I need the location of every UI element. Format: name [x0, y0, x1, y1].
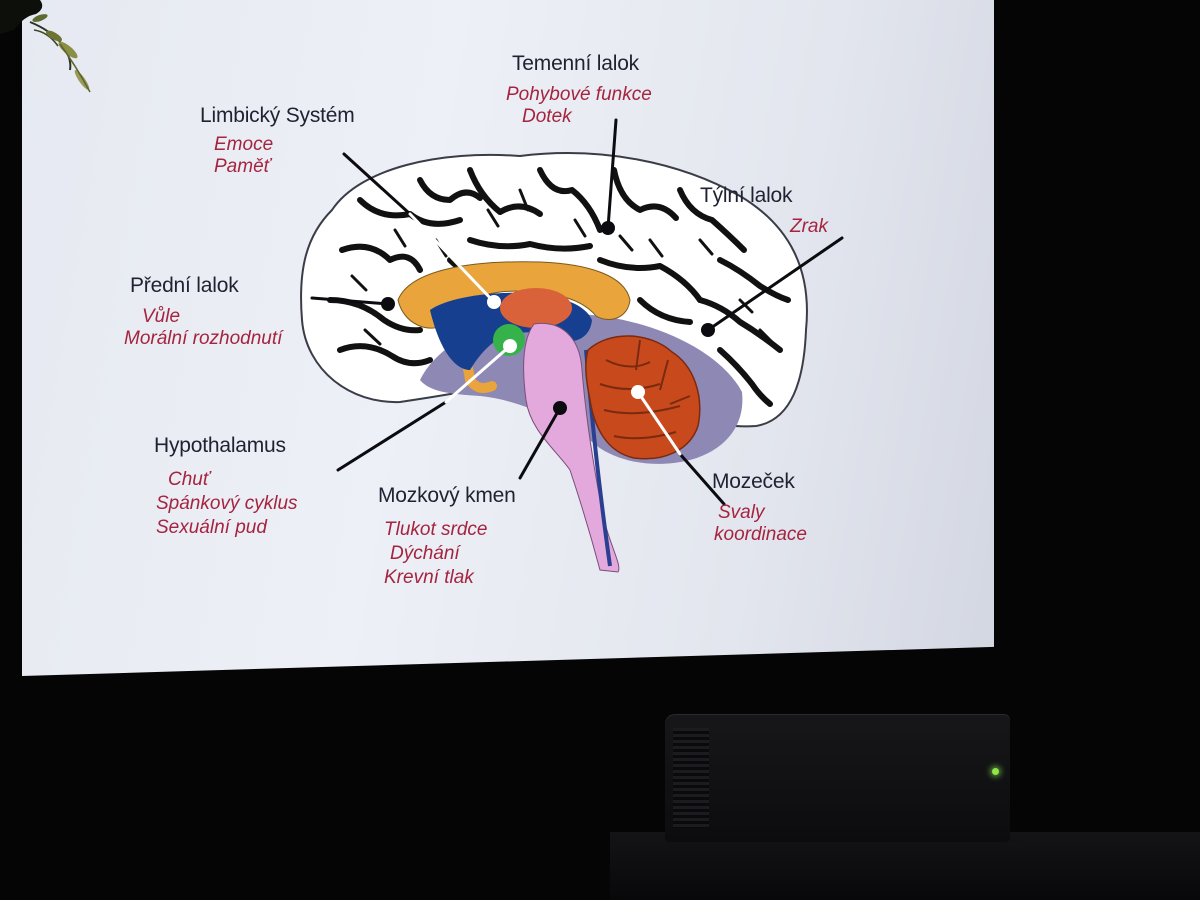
projector-led-icon — [992, 768, 999, 775]
label-limbic-line-2: Paměť — [214, 156, 271, 177]
projector-vents — [673, 728, 709, 828]
label-frontal-title: Přední lalok — [130, 274, 239, 297]
label-parietal-line-2: Dotek — [522, 106, 572, 127]
label-parietal-functions: Pohybové funkce Dotek — [506, 84, 652, 128]
label-limbic-functions: Emoce Paměť — [214, 134, 273, 178]
label-frontal-functions: Vůle Morální rozhodnutí — [124, 306, 282, 350]
projector — [665, 714, 1010, 842]
label-hypothalamus-line-1: Chuť — [168, 469, 210, 490]
label-hypothalamus-line-2: Spánkový cyklus — [156, 493, 298, 514]
label-frontal-line-1: Vůle — [142, 306, 181, 327]
label-occipital-functions: Zrak — [790, 216, 828, 238]
label-limbic-title: Limbický Systém — [200, 104, 355, 127]
label-brainstem-line-3: Krevní tlak — [384, 567, 474, 588]
label-brainstem-functions: Tlukot srdce Dýchání Krevní tlak — [384, 518, 487, 590]
thalamus-shape — [500, 288, 572, 328]
label-cerebellum-line-2: koordinace — [714, 524, 807, 545]
label-brainstem-title: Mozkový kmen — [378, 484, 516, 507]
label-hypothalamus-title: Hypothalamus — [154, 434, 286, 457]
label-parietal-line-1: Pohybové funkce — [506, 84, 652, 105]
label-brainstem-line-2: Dýchání — [390, 543, 460, 564]
label-cerebellum-title: Mozeček — [712, 470, 795, 493]
desk-surface — [610, 832, 1200, 900]
label-occipital-title: Týlní lalok — [700, 184, 793, 207]
label-cerebellum-line-1: Svaly — [718, 502, 765, 523]
label-brainstem-line-1: Tlukot srdce — [384, 519, 488, 540]
label-hypothalamus-functions: Chuť Spánkový cyklus Sexuální pud — [156, 468, 298, 540]
label-occipital-line-1: Zrak — [790, 216, 828, 237]
label-cerebellum-functions: Svaly koordinace — [714, 502, 807, 546]
brainstem-shape — [523, 322, 620, 573]
label-hypothalamus-line-3: Sexuální pud — [156, 517, 267, 538]
label-frontal-line-2: Morální rozhodnutí — [124, 328, 283, 349]
label-parietal-title: Temenní lalok — [512, 52, 639, 75]
label-limbic-line-1: Emoce — [214, 134, 274, 155]
plant-leaves-icon — [0, 0, 91, 93]
